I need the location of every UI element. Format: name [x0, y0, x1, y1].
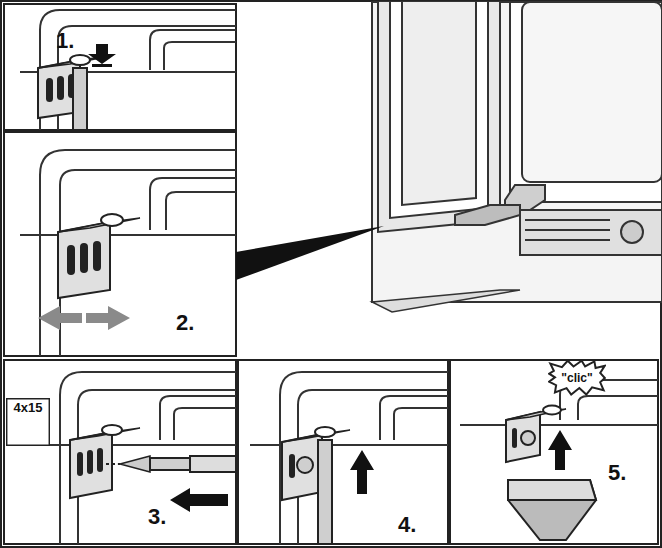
step-number: 1. — [56, 30, 74, 52]
step-number: 5. — [608, 462, 626, 484]
screw-size: 4x15 — [14, 400, 43, 415]
step-number: 2. — [176, 312, 194, 334]
sound-text: "clic" — [561, 371, 592, 385]
step-number: 3. — [148, 506, 166, 528]
screw-size-box: 4x15 — [6, 398, 50, 446]
sound-burst: "clic" — [548, 360, 606, 396]
step-number: 4. — [398, 514, 416, 536]
